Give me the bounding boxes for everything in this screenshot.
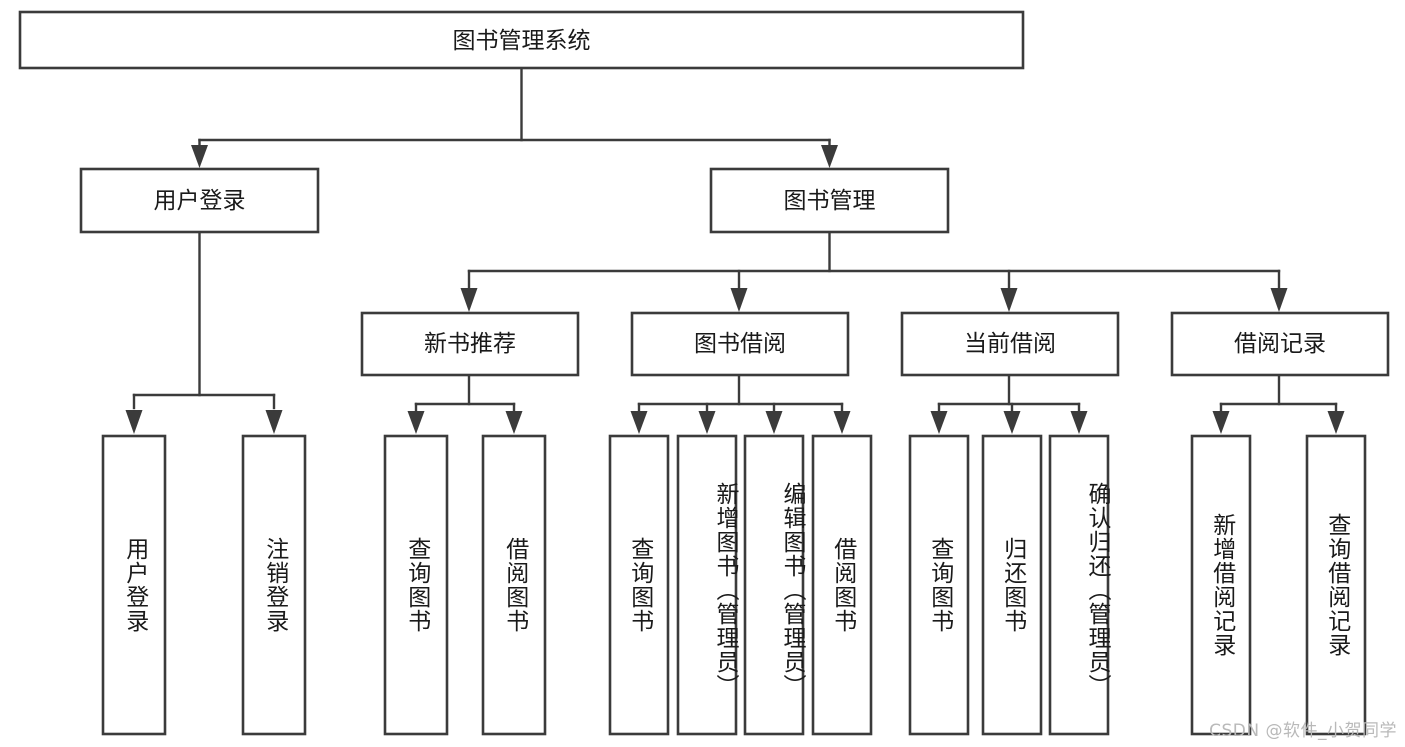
arrow-head-leaf-query-record (1327, 411, 1345, 434)
node-label-user-login: 用户登录 (154, 188, 246, 214)
node-label-book-borrow: 图书借阅 (694, 331, 786, 357)
arrow-head-borrow-record (1270, 288, 1288, 312)
arrow-head-leaf-logout (265, 410, 283, 434)
node-label-root: 图书管理系统 (453, 28, 591, 54)
arrow-head-leaf-query-book-1 (407, 411, 425, 434)
arrow-head-leaf-confirm-return (1070, 411, 1088, 434)
arrow-head-leaf-add-record (1212, 411, 1230, 434)
node-box-leaf-add-book[interactable] (676, 434, 738, 736)
node-box-user-login[interactable] (79, 167, 320, 234)
arrow-head-leaf-query-book-2 (630, 411, 648, 434)
node-box-leaf-add-record[interactable] (1190, 434, 1252, 736)
node-box-leaf-return-book[interactable] (981, 434, 1043, 736)
node-box-leaf-query-record[interactable] (1305, 434, 1367, 736)
connectors-group (125, 66, 1345, 434)
arrow-head-new-book-rec (460, 288, 478, 312)
csdn-watermark: CSDN @软件_小贺同学 (1209, 721, 1397, 741)
node-box-book-manage[interactable] (709, 167, 950, 234)
arrow-head-leaf-query-book-3 (930, 411, 948, 434)
arrow-head-leaf-add-book (698, 411, 716, 434)
arrow-head-leaf-return-book (1003, 411, 1021, 434)
node-label-borrow-record: 借阅记录 (1234, 331, 1326, 357)
arrow-head-leaf-user-login (125, 410, 143, 434)
node-box-leaf-query-book-2[interactable] (608, 434, 670, 736)
arrow-head-leaf-edit-book (765, 411, 783, 434)
arrow-head-book-manage (821, 145, 838, 168)
node-box-leaf-logout[interactable] (241, 434, 307, 736)
nodes-group: 图书管理系统 用户登录 图书管理 新书推荐 图书借阅 当前借阅 借阅记录 (18, 10, 1390, 736)
arrow-head-user-login (191, 145, 208, 168)
node-box-leaf-user-login[interactable] (101, 434, 167, 736)
node-box-leaf-borrow-book-2[interactable] (811, 434, 873, 736)
node-box-leaf-query-book-1[interactable] (383, 434, 449, 736)
arrow-head-book-borrow (730, 288, 748, 312)
node-box-root[interactable] (18, 10, 1025, 70)
node-box-borrow-record[interactable] (1170, 311, 1390, 377)
node-box-new-book-rec[interactable] (360, 311, 580, 377)
node-label-book-manage: 图书管理 (784, 188, 876, 214)
node-box-book-borrow[interactable] (630, 311, 850, 377)
node-box-leaf-confirm-return[interactable] (1048, 434, 1110, 736)
node-box-leaf-edit-book[interactable] (743, 434, 805, 736)
node-box-leaf-query-book-3[interactable] (908, 434, 970, 736)
arrow-head-leaf-borrow-book-1 (505, 411, 523, 434)
node-box-current-borrow[interactable] (900, 311, 1120, 377)
node-label-current-borrow: 当前借阅 (964, 331, 1056, 357)
arrow-head-leaf-borrow-book-2 (833, 411, 851, 434)
arrow-head-current-borrow (1000, 288, 1018, 312)
node-label-new-book-rec: 新书推荐 (424, 331, 516, 357)
node-box-leaf-borrow-book-1[interactable] (481, 434, 547, 736)
